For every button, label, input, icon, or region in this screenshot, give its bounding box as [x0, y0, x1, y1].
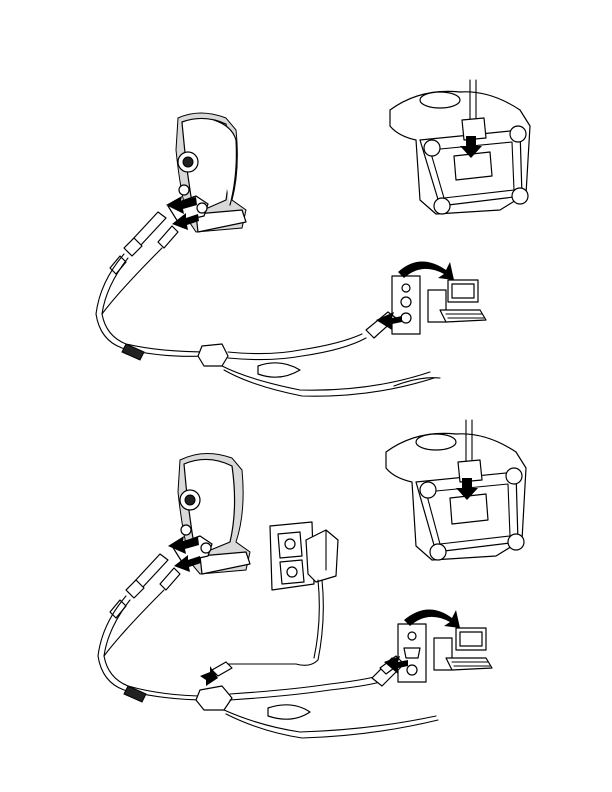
stand-underside-bottom — [386, 420, 526, 560]
bottom-figure — [98, 420, 526, 738]
computer-top — [366, 261, 486, 338]
top-figure — [96, 80, 530, 396]
scanner-stand-bottom — [172, 453, 250, 574]
scanner-cable-plugs-bottom — [110, 554, 180, 618]
scanner-cable-plugs — [110, 212, 178, 274]
computer-bottom — [372, 609, 492, 686]
stand-underside-top — [390, 80, 530, 214]
scanner-stand — [168, 113, 246, 232]
